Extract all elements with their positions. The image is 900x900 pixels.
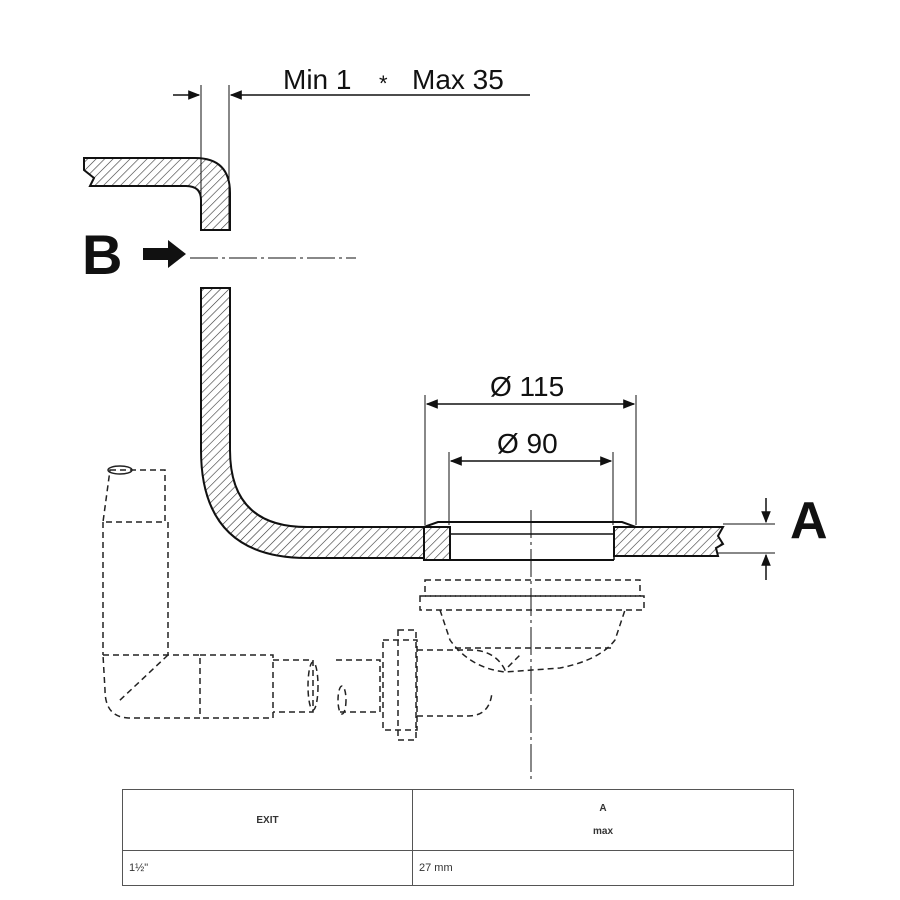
sink-profile xyxy=(83,157,725,561)
min-thickness-label: Min 1 xyxy=(283,64,351,95)
inner-diameter-label: Ø 90 xyxy=(497,428,558,459)
sink-waste-diagram: Min 1 * Max 35 B Ø 115 Ø 90 A xyxy=(82,64,828,780)
drain-flange xyxy=(423,521,637,561)
max-thickness-label: Max 35 xyxy=(412,64,504,95)
spec-table: EXIT A max 1½" 27 mm xyxy=(122,789,794,886)
header-a-sub: max xyxy=(592,826,613,837)
cell-exit: 1½" xyxy=(122,850,413,886)
b-marker: B xyxy=(82,223,356,286)
header-a: A max xyxy=(412,789,794,851)
thickness-dimension xyxy=(173,85,530,230)
header-exit: EXIT xyxy=(122,789,413,851)
a-label: A xyxy=(790,492,828,550)
a-dimension xyxy=(718,498,775,580)
b-arrow-icon xyxy=(143,240,186,268)
cell-a: 27 mm xyxy=(412,850,794,886)
inner-diameter-dimension xyxy=(448,452,614,525)
table-header-row: EXIT A max xyxy=(122,789,794,851)
header-a-label: A xyxy=(599,803,607,814)
table-row: 1½" 27 mm xyxy=(122,850,794,886)
b-label: B xyxy=(82,223,122,286)
waste-trap-assembly xyxy=(102,465,645,741)
separator-mark: * xyxy=(379,71,388,96)
outer-diameter-dimension xyxy=(424,395,637,525)
outer-diameter-label: Ø 115 xyxy=(490,371,564,402)
